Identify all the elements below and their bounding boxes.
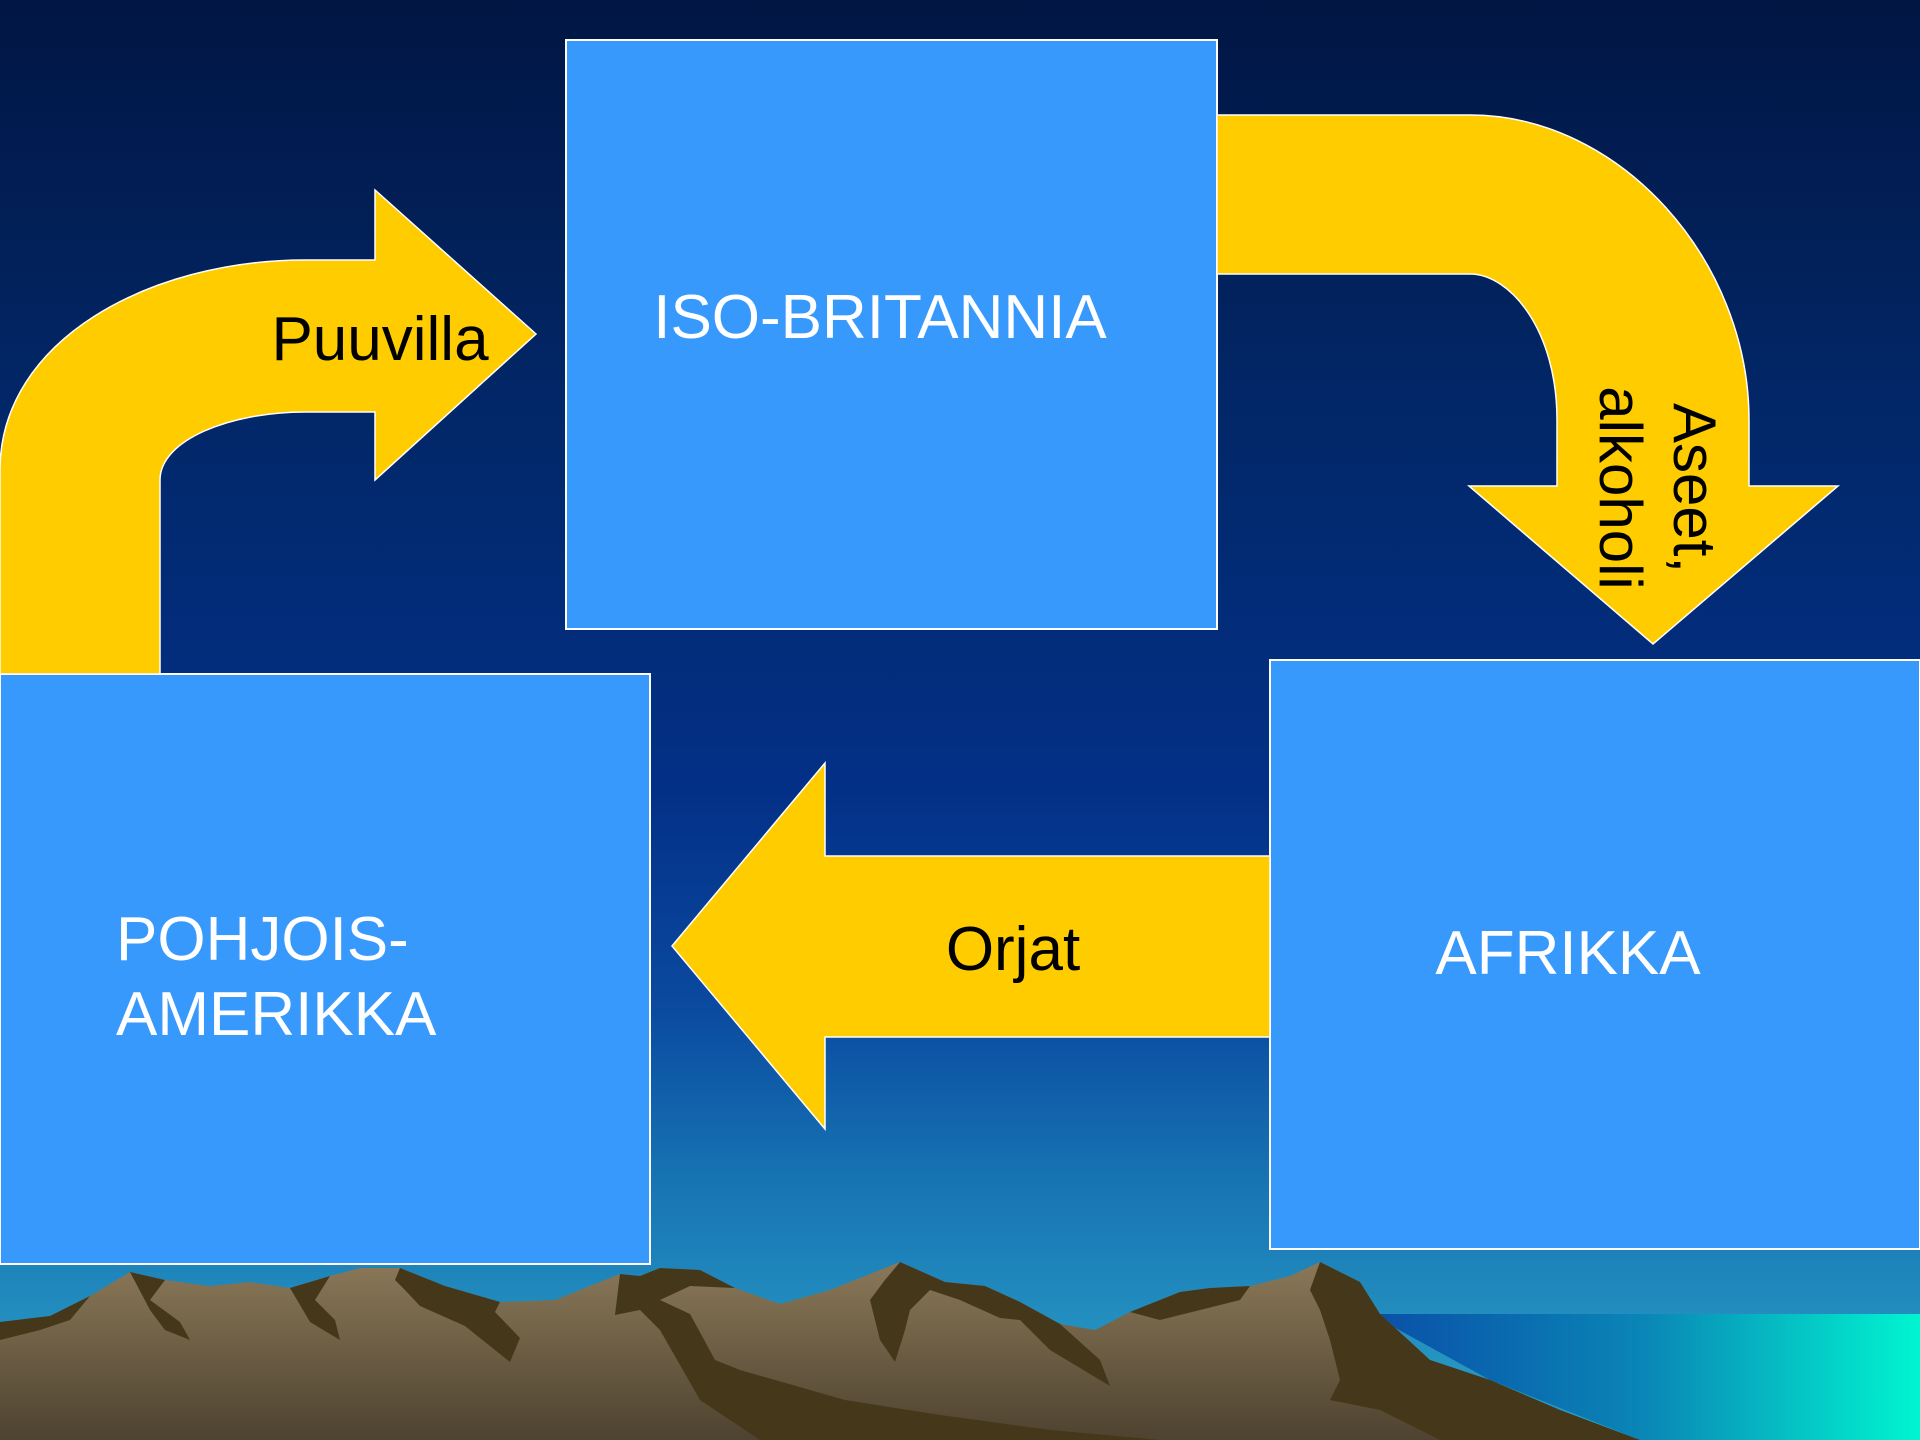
weapons-arrow [1216,114,1841,645]
britain-box [565,39,1218,630]
north-america-box [0,673,651,1265]
weapons-label: Aseet, alkoholi [1587,386,1728,589]
north-america-label-line1: POHJOIS- [116,905,409,974]
africa-label: AFRIKKA [1435,919,1701,988]
weapons-label-line1: Aseet, [1661,403,1728,573]
cotton-label: Puuvilla [271,305,489,374]
britain-label: ISO-BRITANNIA [653,283,1107,352]
africa-box [1269,659,1920,1250]
north-america-label-line2: AMERIKKA [116,980,437,1049]
weapons-label-line2: alkoholi [1587,386,1654,589]
cotton-arrow [0,188,538,675]
slaves-arrow [671,760,1271,1132]
mountain-range [0,1262,1640,1440]
slaves-label: Orjat [946,915,1080,984]
sea-backdrop [1370,1314,1920,1440]
